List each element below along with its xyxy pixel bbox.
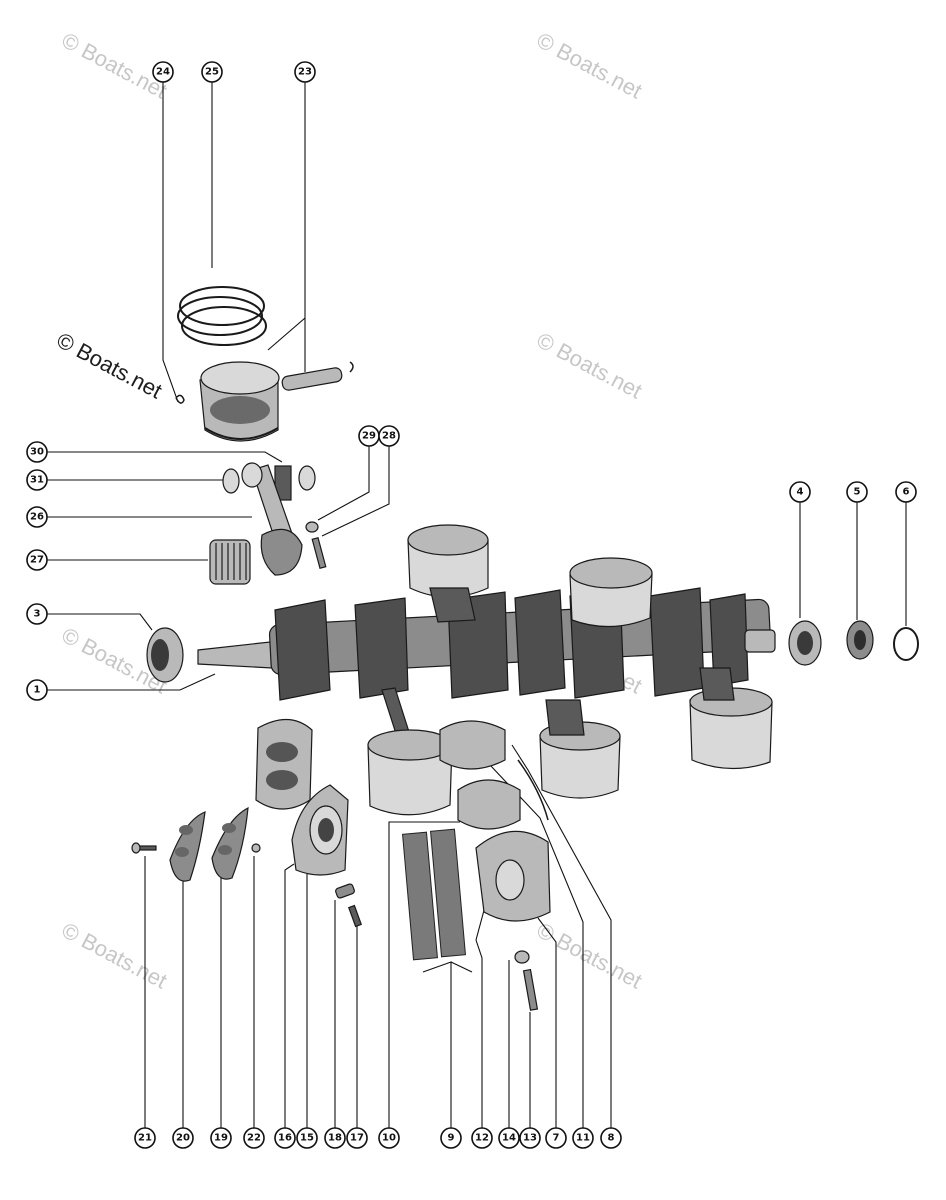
piston-rings — [177, 286, 267, 346]
callout-21: 21 — [134, 1127, 156, 1149]
svg-text:1: 1 — [34, 685, 41, 696]
end-bearings — [788, 620, 919, 666]
svg-text:6: 6 — [903, 487, 910, 498]
callout-17: 17 — [346, 1127, 368, 1149]
rod-caps — [439, 720, 551, 922]
ball-bearing — [146, 627, 184, 683]
rod-bolt — [305, 521, 327, 570]
svg-text:21: 21 — [138, 1133, 152, 1144]
svg-text:27: 27 — [30, 555, 44, 566]
callout-7: 7 — [545, 1127, 567, 1149]
svg-text:7: 7 — [553, 1133, 560, 1144]
svg-text:4: 4 — [797, 487, 804, 498]
callout-13: 13 — [519, 1127, 541, 1149]
svg-text:11: 11 — [576, 1133, 590, 1144]
watermark: © Boats.net — [533, 327, 647, 403]
callout-3: 3 — [26, 603, 48, 625]
callout-28: 28 — [378, 425, 400, 447]
svg-text:20: 20 — [176, 1133, 190, 1144]
svg-text:3: 3 — [34, 609, 41, 620]
pin-bearings — [222, 465, 316, 501]
snap-ring — [517, 759, 549, 821]
callout-12: 12 — [471, 1127, 493, 1149]
svg-text:17: 17 — [350, 1133, 364, 1144]
svg-text:5: 5 — [854, 487, 861, 498]
callout-25: 25 — [201, 61, 223, 83]
svg-text:12: 12 — [475, 1133, 489, 1144]
watermark: © Boats.net — [533, 917, 647, 993]
callout-31: 31 — [26, 469, 48, 491]
callout-10: 10 — [378, 1127, 400, 1149]
main-bearing-carrier — [255, 718, 313, 810]
callout-20: 20 — [172, 1127, 194, 1149]
callout-14: 14 — [498, 1127, 520, 1149]
callout-4: 4 — [789, 481, 811, 503]
svg-text:8: 8 — [608, 1133, 615, 1144]
callout-30: 30 — [26, 441, 48, 463]
callout-9: 9 — [440, 1127, 462, 1149]
svg-text:24: 24 — [156, 67, 170, 78]
callout-27: 27 — [26, 549, 48, 571]
callout-19: 19 — [210, 1127, 232, 1149]
retainer-plates — [169, 806, 249, 882]
svg-text:28: 28 — [382, 431, 396, 442]
svg-text:16: 16 — [278, 1133, 292, 1144]
bearing-carrier-half — [291, 784, 349, 876]
callout-29: 29 — [358, 425, 380, 447]
svg-text:30: 30 — [30, 447, 44, 458]
wrist-pin — [281, 361, 354, 391]
watermark: © Boats.net — [53, 327, 167, 403]
svg-text:26: 26 — [30, 512, 44, 523]
svg-text:15: 15 — [300, 1133, 314, 1144]
connecting-rod — [241, 462, 303, 576]
needle-rollers — [402, 828, 466, 961]
svg-text:9: 9 — [448, 1133, 455, 1144]
callout-22: 22 — [243, 1127, 265, 1149]
lower-piston — [367, 687, 453, 816]
svg-text:31: 31 — [30, 475, 44, 486]
svg-text:29: 29 — [362, 431, 376, 442]
watermark: © Boats.net — [58, 917, 172, 993]
svg-text:10: 10 — [382, 1133, 396, 1144]
piston-upper — [199, 361, 280, 442]
needle-bearing — [209, 539, 251, 585]
callout-26: 26 — [26, 506, 48, 528]
svg-text:22: 22 — [247, 1133, 261, 1144]
crank-pistons — [407, 524, 773, 799]
svg-text:13: 13 — [523, 1133, 537, 1144]
callout-8: 8 — [600, 1127, 622, 1149]
svg-text:14: 14 — [502, 1133, 516, 1144]
callout-16: 16 — [274, 1127, 296, 1149]
callout-5: 5 — [846, 481, 868, 503]
screw — [131, 842, 157, 854]
callout-23: 23 — [294, 61, 316, 83]
dowel — [251, 843, 261, 853]
locator-pin — [335, 883, 363, 928]
callout-6: 6 — [895, 481, 917, 503]
crankshaft — [197, 587, 776, 701]
svg-text:25: 25 — [205, 67, 219, 78]
callout-11: 11 — [572, 1127, 594, 1149]
svg-text:19: 19 — [214, 1133, 228, 1144]
callout-15: 15 — [296, 1127, 318, 1149]
svg-text:18: 18 — [328, 1133, 342, 1144]
callout-1: 1 — [26, 679, 48, 701]
callout-24: 24 — [152, 61, 174, 83]
lock-ring — [175, 394, 185, 404]
svg-text:23: 23 — [298, 67, 312, 78]
watermark: © Boats.net — [58, 27, 172, 103]
watermark: © Boats.net — [533, 27, 647, 103]
cap-fastener — [514, 950, 539, 1011]
callout-18: 18 — [324, 1127, 346, 1149]
